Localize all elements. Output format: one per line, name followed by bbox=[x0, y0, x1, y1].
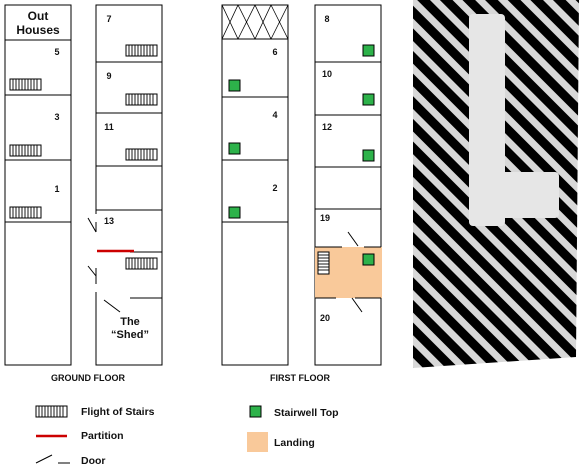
door-icon bbox=[87, 217, 97, 233]
room-label: 1 bbox=[54, 184, 59, 194]
stairs-icon bbox=[9, 206, 42, 219]
first-left-block bbox=[221, 4, 289, 366]
stairwell-top-icon bbox=[362, 44, 375, 57]
stairs-icon bbox=[35, 405, 68, 418]
stairs-icon bbox=[125, 44, 158, 57]
stairwell-top-icon bbox=[249, 405, 262, 418]
stairs-icon bbox=[317, 251, 330, 275]
ground-floor-plan: Out Houses 5 3 1 7 9 11 13 The “Shed” GR… bbox=[4, 4, 163, 383]
stairwell-top-icon bbox=[228, 79, 241, 92]
room-label: 12 bbox=[322, 122, 332, 132]
room-label: 8 bbox=[324, 14, 329, 24]
stairs-icon bbox=[125, 93, 158, 106]
stairs-icon bbox=[125, 148, 158, 161]
stairwell-top-icon bbox=[362, 149, 375, 162]
legend-stairwell-label: Stairwell Top bbox=[274, 407, 339, 419]
door-icon bbox=[103, 299, 121, 313]
room-label: 2 bbox=[272, 183, 277, 193]
stairwell-top-icon bbox=[362, 253, 375, 266]
ground-right-block bbox=[95, 4, 163, 366]
room-label: 3 bbox=[54, 112, 59, 122]
door-icon bbox=[351, 297, 363, 313]
legend: Flight of Stairs Partition Door Stairwel… bbox=[35, 405, 339, 467]
void-section bbox=[221, 4, 289, 40]
room-label: 10 bbox=[322, 69, 332, 79]
room-label: 4 bbox=[272, 110, 277, 120]
room-label: 5 bbox=[54, 47, 59, 57]
first-floor-title: FIRST FLOOR bbox=[270, 373, 330, 383]
door-icon bbox=[347, 231, 359, 247]
stairwell-top-icon bbox=[228, 206, 241, 219]
legend-door-label: Door bbox=[81, 455, 106, 467]
stairwell-top-icon bbox=[362, 93, 375, 106]
landing-swatch bbox=[247, 432, 268, 452]
room-label: 13 bbox=[104, 216, 114, 226]
stairs-icon bbox=[125, 257, 158, 270]
room-label: 19 bbox=[320, 213, 330, 223]
first-floor-plan: 6 4 2 8 10 12 19 20 FIRST FLOOR bbox=[221, 4, 382, 383]
legend-partition-label: Partition bbox=[81, 430, 124, 442]
ground-floor-title: GROUND FLOOR bbox=[51, 373, 125, 383]
shed-label: “Shed” bbox=[111, 329, 149, 341]
room-label: 9 bbox=[106, 71, 111, 81]
door-icon bbox=[35, 454, 53, 464]
out-houses-label: Houses bbox=[16, 23, 60, 37]
ground-left-block bbox=[4, 4, 72, 366]
hatched-l-photo bbox=[413, 0, 579, 368]
stairwell-top-icon bbox=[228, 142, 241, 155]
room-label: 20 bbox=[320, 313, 330, 323]
shed-label: The bbox=[120, 316, 140, 328]
legend-stairs-label: Flight of Stairs bbox=[81, 406, 155, 418]
legend-landing-label: Landing bbox=[274, 437, 315, 449]
room-label: 7 bbox=[106, 14, 111, 24]
first-right-block bbox=[314, 4, 382, 366]
out-houses-label: Out bbox=[28, 9, 49, 23]
stairs-icon bbox=[9, 78, 42, 91]
door-icon bbox=[87, 265, 97, 277]
room-label: 6 bbox=[272, 47, 277, 57]
stairs-icon bbox=[9, 144, 42, 157]
room-label: 11 bbox=[104, 122, 114, 132]
